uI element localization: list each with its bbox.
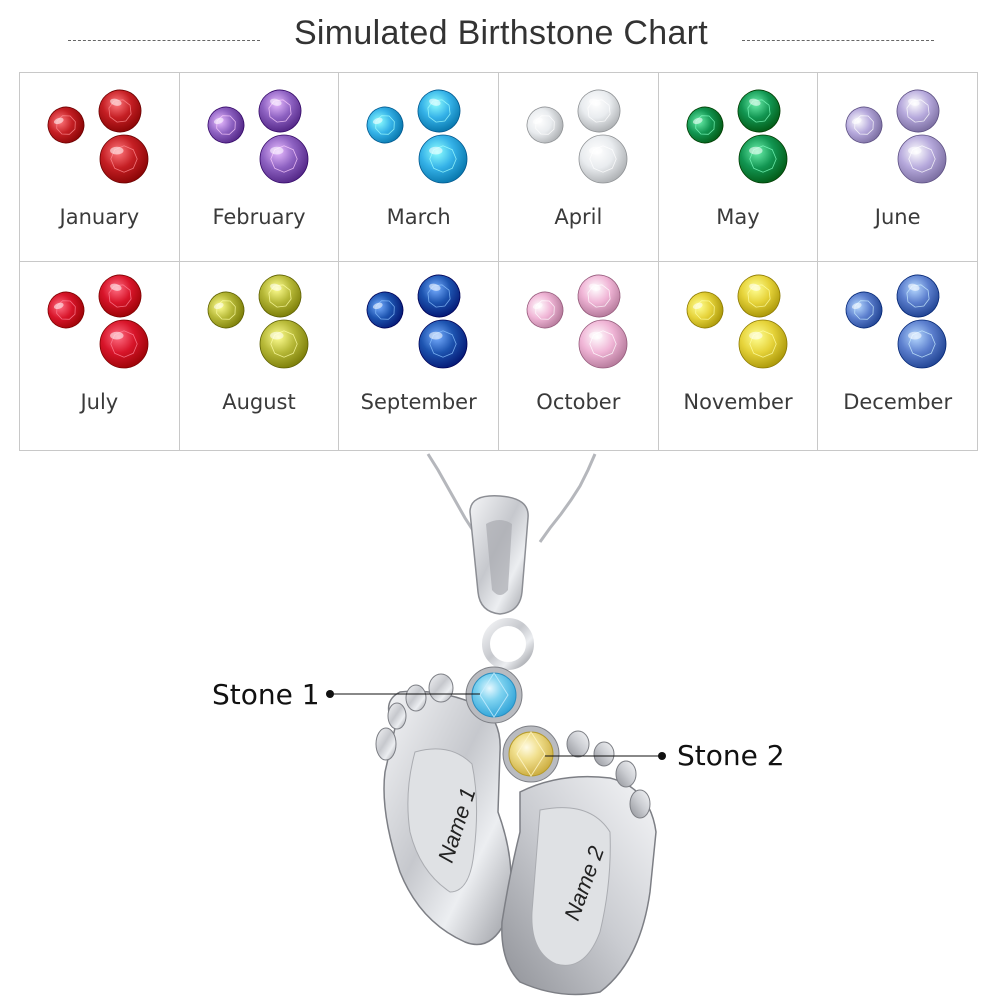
birthstone-month-label: July <box>80 390 119 414</box>
birthstone-cell: November <box>658 262 819 451</box>
tourmaline-gems-icon <box>526 274 628 369</box>
chart-header: Simulated Birthstone Chart <box>0 0 1000 72</box>
emerald-gems-icon <box>686 89 788 184</box>
birthstone-cell: August <box>179 262 340 451</box>
stone-2-label: Stone 2 <box>677 739 785 772</box>
topaz-gems-icon <box>686 274 788 369</box>
birthstone-month-label: February <box>212 205 306 229</box>
stone-1-pointer <box>326 690 480 698</box>
birthstone-cell: March <box>339 73 499 262</box>
stone-1-label: Stone 1 <box>212 678 320 711</box>
left-foot-charm <box>375 673 512 946</box>
birthstone-cell: October <box>499 262 659 451</box>
birthstone-cell: December <box>818 262 978 451</box>
birthstone-month-label: May <box>716 205 760 229</box>
diamond-gems-icon <box>526 89 628 184</box>
birthstone-month-label: March <box>386 205 451 229</box>
aquamarine-gems-icon <box>366 89 468 184</box>
birthstone-month-label: January <box>59 205 140 229</box>
birthstone-month-label: April <box>554 205 603 229</box>
pendant-bail <box>469 495 534 670</box>
alexandrite-gems-icon <box>845 89 947 184</box>
birthstone-month-label: August <box>222 390 296 414</box>
right-foot-charm <box>501 730 657 996</box>
birthstone-month-label: September <box>360 390 477 414</box>
birthstone-cell: June <box>818 73 978 262</box>
stone-1-setting <box>465 666 523 724</box>
birthstone-month-label: December <box>843 390 953 414</box>
birthstone-cell: February <box>179 73 340 262</box>
stone-2-setting <box>502 725 560 783</box>
birthstone-month-label: November <box>683 390 793 414</box>
birthstone-cell: May <box>658 73 819 262</box>
left-dashed-divider <box>68 40 260 41</box>
baby-feet-pendant-necklace: Name 1 Name 2 <box>326 453 666 996</box>
stone-2-pointer <box>545 752 666 760</box>
amethyst-gems-icon <box>207 89 309 184</box>
birthstone-month-label: October <box>536 390 621 414</box>
garnet-gems-icon <box>47 89 149 184</box>
zircon-gems-icon <box>845 274 947 369</box>
birthstone-cell: September <box>339 262 499 451</box>
chart-title: Simulated Birthstone Chart <box>293 14 709 52</box>
birthstone-cell: April <box>499 73 659 262</box>
ruby-gems-icon <box>47 274 149 369</box>
sapphire-gems-icon <box>366 274 468 369</box>
right-dashed-divider <box>742 40 934 41</box>
birthstone-cell: January <box>20 73 180 262</box>
birthstone-month-label: June <box>874 205 921 229</box>
peridot-gems-icon <box>207 274 309 369</box>
birthstone-cell: July <box>20 262 180 451</box>
